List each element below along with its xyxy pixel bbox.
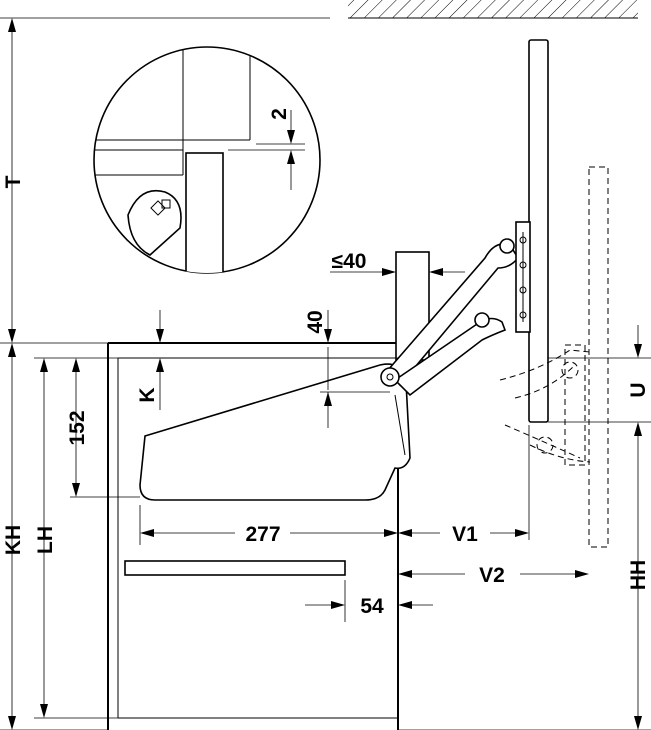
label-277: 277 bbox=[245, 523, 280, 546]
lift-arms-closed bbox=[499, 344, 591, 466]
pivot-icon bbox=[380, 367, 400, 387]
label-U: U bbox=[627, 382, 650, 397]
label-V1: V1 bbox=[452, 523, 478, 546]
detail-circle bbox=[93, 46, 321, 274]
label-V2: V2 bbox=[479, 564, 505, 587]
shelf bbox=[124, 560, 346, 576]
flap-panel bbox=[528, 39, 549, 423]
label-KH: KH bbox=[2, 525, 25, 555]
label-T: T bbox=[2, 175, 25, 188]
lift-mechanism-housing bbox=[139, 363, 411, 501]
label-54: 54 bbox=[360, 595, 384, 618]
hinge-bracket bbox=[515, 221, 531, 333]
label-HH: HH bbox=[627, 560, 650, 590]
label-le40: ≤40 bbox=[332, 250, 367, 273]
ceiling bbox=[348, 0, 638, 19]
flap-panel-closed bbox=[588, 166, 609, 548]
label-152: 152 bbox=[66, 410, 89, 445]
dimension-lines bbox=[0, 17, 651, 730]
dimension-labels: T KH LH 152 K 40 2 ≤40 277 V1 V2 54 U HH bbox=[2, 108, 650, 618]
label-2: 2 bbox=[268, 108, 291, 120]
label-LH: LH bbox=[34, 526, 57, 554]
label-K: K bbox=[136, 387, 159, 402]
label-40: 40 bbox=[304, 310, 327, 333]
